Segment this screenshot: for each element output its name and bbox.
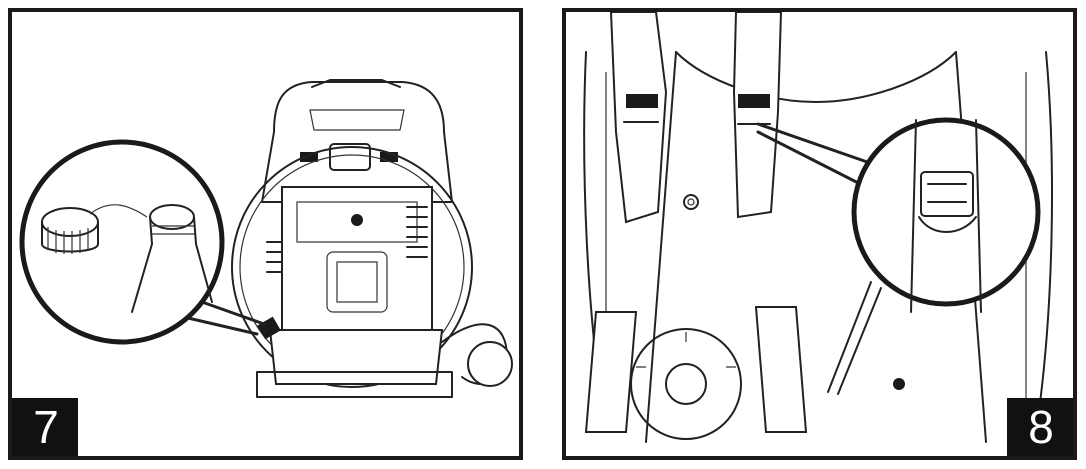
step-8-illustration xyxy=(583,12,1053,443)
step-7-panel: 7 xyxy=(8,8,523,460)
mount-screw xyxy=(683,194,699,210)
strap-buckle-right xyxy=(380,152,398,162)
removed-fuel-cap xyxy=(41,207,99,254)
lumbar-pad xyxy=(630,328,742,440)
blower-housing xyxy=(231,146,473,388)
base-plate xyxy=(256,371,453,398)
fuel-tank-neck xyxy=(131,204,213,313)
cap-tether xyxy=(89,204,148,218)
step-8-badge: 8 xyxy=(1007,398,1073,456)
shoulder-strap-left xyxy=(584,12,668,433)
side-bolt xyxy=(893,378,905,390)
step-7-illustration xyxy=(19,79,513,398)
spark-plug xyxy=(351,214,363,226)
strap-buckle-right xyxy=(738,94,770,108)
step-7-badge: 7 xyxy=(12,398,78,456)
backpack-frame xyxy=(261,81,453,203)
frame-slot xyxy=(309,109,405,131)
air-filter-cover xyxy=(326,251,388,313)
strap-buckle-detail xyxy=(910,119,982,313)
strap-buckle-left xyxy=(300,152,318,162)
back-panel-top xyxy=(675,51,957,103)
shoulder-strap-right xyxy=(732,12,808,433)
detail-magnifier xyxy=(19,139,225,345)
strap-buckle-left xyxy=(626,94,658,108)
callout-connector xyxy=(186,300,266,336)
step-8-panel: 8 xyxy=(562,8,1077,460)
fuel-tank xyxy=(268,329,444,385)
